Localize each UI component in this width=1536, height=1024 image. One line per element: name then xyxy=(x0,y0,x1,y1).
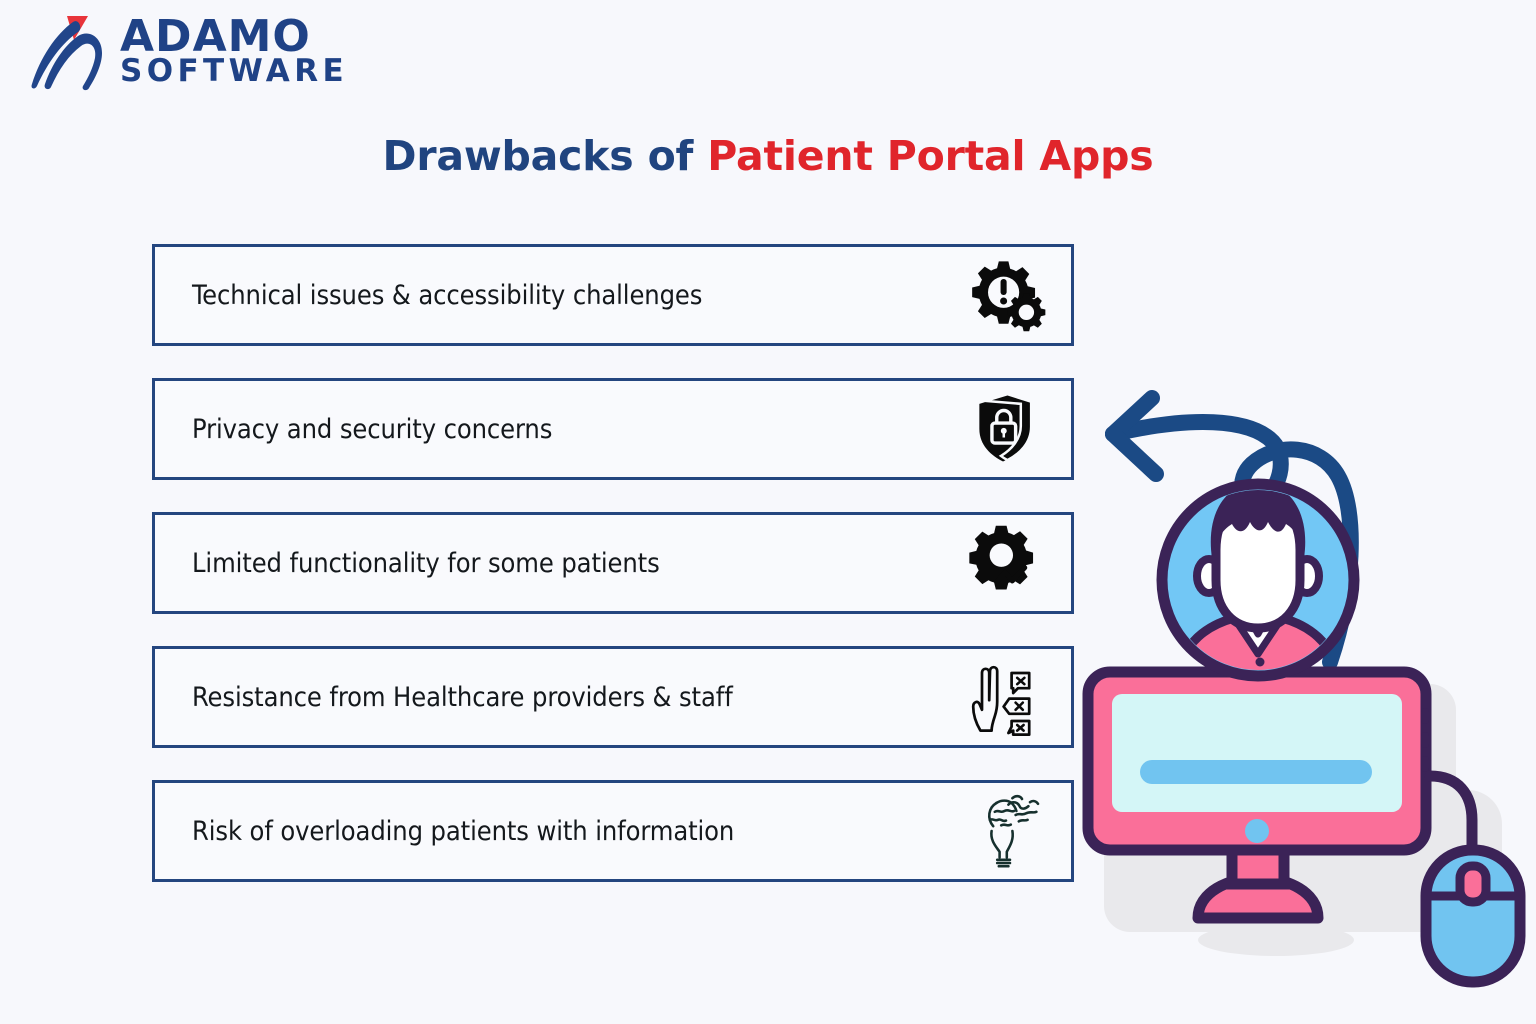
list-item-label: Limited functionality for some patients xyxy=(192,547,660,579)
list-item[interactable]: Limited functionality for some patients xyxy=(152,512,1074,614)
list-item-label: Resistance from Healthcare providers & s… xyxy=(192,681,733,713)
list-item-label: Technical issues & accessibility challen… xyxy=(192,279,703,311)
lightbulb-overload-icon xyxy=(963,788,1049,874)
page-title: Drawbacks of Patient Portal Apps xyxy=(0,132,1536,180)
brand-name-line2: SOFTWARE xyxy=(120,53,349,90)
brand-logo: ADAMO SOFTWARE xyxy=(26,10,348,92)
computer-mouse-icon xyxy=(1420,770,1526,988)
shield-lock-icon xyxy=(963,386,1049,472)
page-title-part2: Patient Portal Apps xyxy=(707,132,1154,180)
list-item[interactable]: Risk of overloading patients with inform… xyxy=(152,780,1074,882)
page-title-part1: Drawbacks of xyxy=(382,132,708,180)
desktop-monitor-icon xyxy=(1082,666,1432,924)
list-item-label: Risk of overloading patients with inform… xyxy=(192,815,735,847)
drawbacks-list: Technical issues & accessibility challen… xyxy=(152,244,1074,882)
user-avatar-icon xyxy=(1156,478,1360,682)
brand-wordmark: ADAMO SOFTWARE xyxy=(120,10,349,90)
list-item[interactable]: Privacy and security concerns xyxy=(152,378,1074,480)
gears-warning-icon xyxy=(963,252,1049,338)
hand-stop-rejection-icon xyxy=(963,654,1049,740)
list-item[interactable]: Technical issues & accessibility challen… xyxy=(152,244,1074,346)
list-item[interactable]: Resistance from Healthcare providers & s… xyxy=(152,646,1074,748)
gear-chart-icon xyxy=(963,520,1049,606)
adamo-peak-logo-icon xyxy=(26,10,104,92)
patient-portal-desktop-illustration xyxy=(1080,372,1536,1024)
brand-name-line1: ADAMO xyxy=(120,10,311,62)
list-item-label: Privacy and security concerns xyxy=(192,413,553,445)
